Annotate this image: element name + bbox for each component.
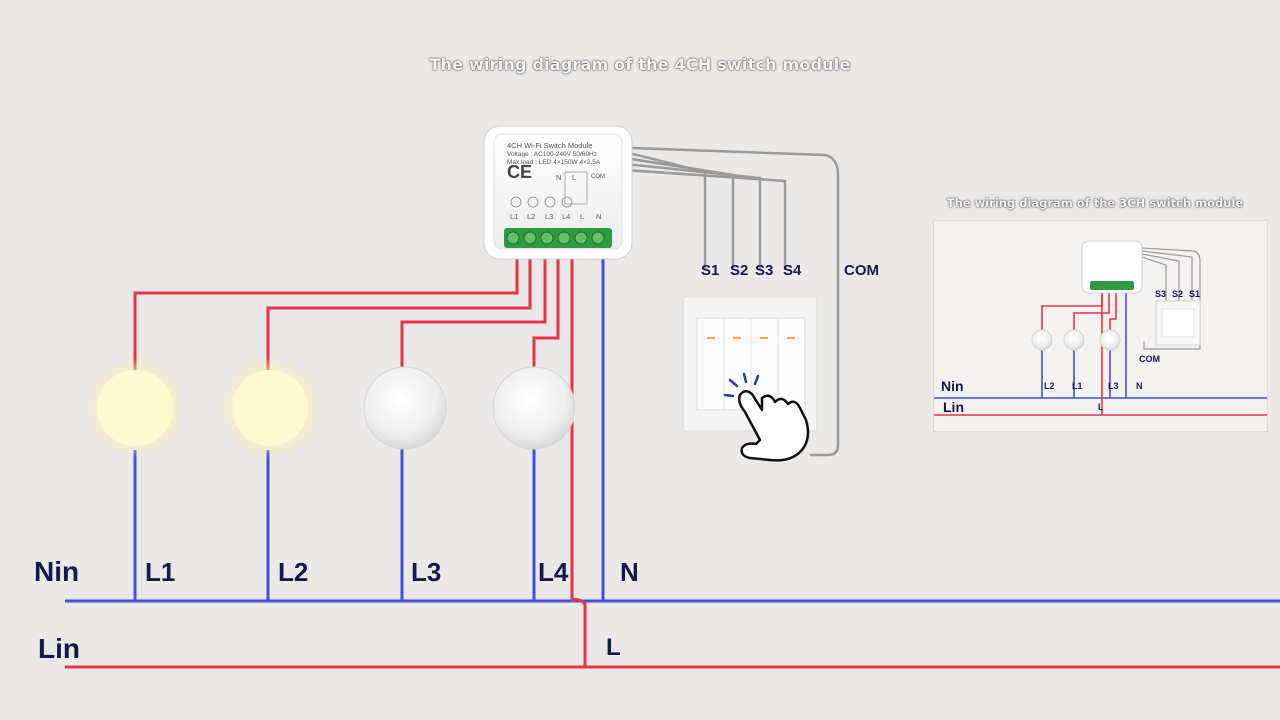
inset-line-label-l1: L1 — [1072, 381, 1083, 391]
inset-switch-s2: S2 — [1172, 289, 1184, 299]
inset-line-label-l2: L2 — [1044, 381, 1055, 391]
inset-wiring-svg — [934, 240, 1267, 416]
inset-switch-s3: S3 — [1155, 289, 1167, 299]
switch-label-s2: S2 — [730, 262, 749, 279]
line-label-l4: L4 — [538, 557, 569, 587]
live-bus-label: Lin — [38, 633, 80, 664]
live-wires — [133, 246, 587, 667]
switch-label-s3: S3 — [755, 262, 774, 279]
inset-3ch-diagram — [933, 220, 1268, 432]
line-label-n: N — [620, 557, 639, 587]
line-label-l2: L2 — [278, 557, 309, 587]
inset-line-label-l3: L3 — [1108, 381, 1119, 391]
inset-title: The wiring diagram of the 3CH switch mod… — [946, 196, 1244, 210]
lamp-l4 — [492, 366, 576, 450]
line-label-l1: L1 — [145, 557, 176, 587]
lamp-l2 — [220, 358, 320, 458]
module-terminal-l3: L3 — [545, 212, 554, 221]
inset-live-label: Lin — [943, 399, 964, 415]
inset-com-label: COM — [1139, 354, 1160, 364]
inset-neutral-label: Nin — [941, 378, 964, 394]
module-name: 4CH Wi-Fi Switch Module — [507, 141, 593, 150]
module-top-l: L — [572, 173, 577, 182]
ce-mark-icon: CE — [507, 162, 533, 182]
switch-label-s1: S1 — [701, 262, 720, 279]
inset-line-label-n: N — [1136, 381, 1143, 391]
neutral-wires — [133, 246, 605, 601]
page-title: The wiring diagram of the 4CH switch mod… — [429, 55, 851, 74]
module-voltage: Voltage : AC100-240V 50/60Hz — [507, 151, 597, 158]
module-terminal-n: N — [596, 212, 602, 221]
module-terminal-l1: L1 — [510, 212, 519, 221]
line-label-l3: L3 — [411, 557, 442, 587]
module-terminal-l: L — [580, 212, 585, 221]
inset-line-label-l: L — [1098, 402, 1104, 412]
module-top-n: N — [556, 173, 562, 182]
lamp-l1 — [85, 358, 185, 458]
switch-label-s4: S4 — [783, 262, 802, 279]
switch-wires — [624, 146, 840, 457]
neutral-bus-label: Nin — [34, 556, 80, 587]
module-com: COM — [591, 174, 605, 180]
module-max-load: Max.load : LED 4×150W 4×2.5A — [507, 159, 601, 166]
inset-switch-s1: S1 — [1189, 289, 1201, 299]
module-terminal-l4: L4 — [562, 212, 571, 221]
hand-pointer-icon — [723, 372, 810, 462]
module-terminal-l2: L2 — [527, 212, 536, 221]
switch-module — [483, 125, 633, 260]
com-label: COM — [844, 262, 879, 279]
lamp-l3 — [363, 366, 447, 450]
line-label-l: L — [606, 634, 621, 661]
